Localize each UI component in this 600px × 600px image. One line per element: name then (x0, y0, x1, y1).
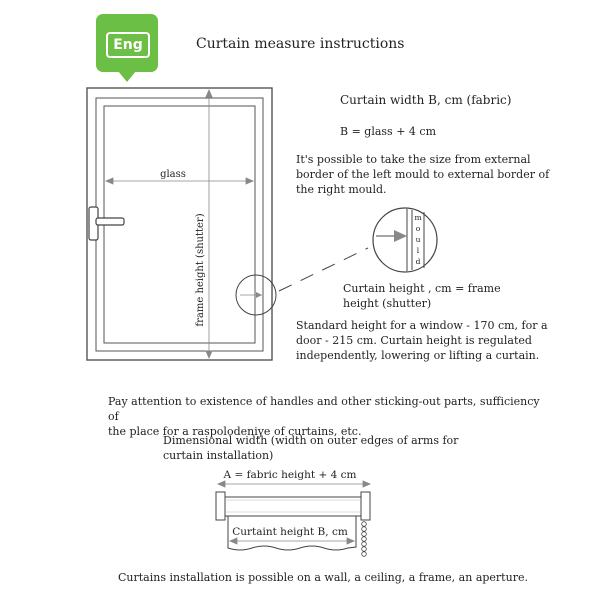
standard-height-note: Standard height for a window - 170 cm, f… (296, 318, 556, 363)
window-handle-icon (88, 206, 125, 241)
right-bracket (360, 491, 371, 521)
frame-detail-circle (235, 274, 277, 316)
window-outer-frame (86, 87, 273, 361)
dimensional-note-line: Dimensional width (width on outer edges … (163, 434, 459, 447)
height-note-line: height (shutter) (343, 297, 432, 310)
page-title: Curtain measure instructions (196, 36, 405, 52)
height-note-line: Curtain height , cm = frame (343, 282, 501, 295)
standard-note-line: door - 215 cm. Curtain height is regulat… (296, 334, 532, 347)
mould-magnified-circle: m o u l d (372, 207, 438, 273)
width-heading: Curtain width B, cm (fabric) (340, 93, 512, 107)
fabric-width-arrow (216, 480, 372, 488)
frame-height-arrow (205, 88, 213, 360)
roller-blind-diagram: A = fabric height + 4 cm Curtaint height… (215, 469, 372, 557)
curtain-width-label: Curtaint height B, cm (232, 526, 348, 538)
width-note-line: the right mould. (296, 183, 387, 196)
height-note: Curtain height , cm = frame height (shut… (343, 281, 501, 311)
width-note: It's possible to take the size from exte… (296, 152, 556, 197)
standard-note-line: Standard height for a window - 170 cm, f… (296, 319, 548, 332)
window-glass (103, 105, 256, 344)
attention-note: Pay attention to existence of handles an… (108, 394, 548, 439)
bead-chain-icon (361, 521, 367, 557)
dimensional-width-note: Dimensional width (width on outer edges … (163, 433, 463, 463)
mould-letter-o: o (416, 224, 421, 233)
glass-label: glass (160, 169, 186, 180)
frame-height-label: frame height (shutter) (195, 213, 206, 326)
glass-width-arrow (104, 177, 255, 185)
detail-leader-line (278, 247, 369, 292)
installation-note: Curtains installation is possible on a w… (118, 571, 528, 584)
curtain-width-arrow (228, 537, 356, 545)
language-badge-pointer (118, 71, 136, 82)
mould-letter-u: u (416, 235, 421, 244)
width-note-line: border of the left mould to external bor… (296, 168, 550, 181)
width-formula: B = glass + 4 cm (340, 125, 436, 138)
attention-note-line: Pay attention to existence of handles an… (108, 395, 540, 423)
language-badge[interactable]: Eng (96, 14, 158, 72)
mould-letter-d: d (416, 257, 421, 266)
roller-fabric (227, 515, 357, 551)
language-badge-label: Eng (106, 32, 150, 58)
dimensional-note-line: curtain installation) (163, 449, 274, 462)
width-note-line: It's possible to take the size from exte… (296, 153, 531, 166)
attention-note-line: the place for a raspolodeniye of curtain… (108, 425, 362, 438)
fabric-width-label: A = fabric height + 4 cm (223, 469, 357, 481)
mould-letter-l: l (417, 246, 420, 255)
mould-letter-m: m (414, 213, 421, 222)
standard-note-line: independently, lowering or lifting a cur… (296, 349, 540, 362)
left-bracket (215, 491, 226, 521)
